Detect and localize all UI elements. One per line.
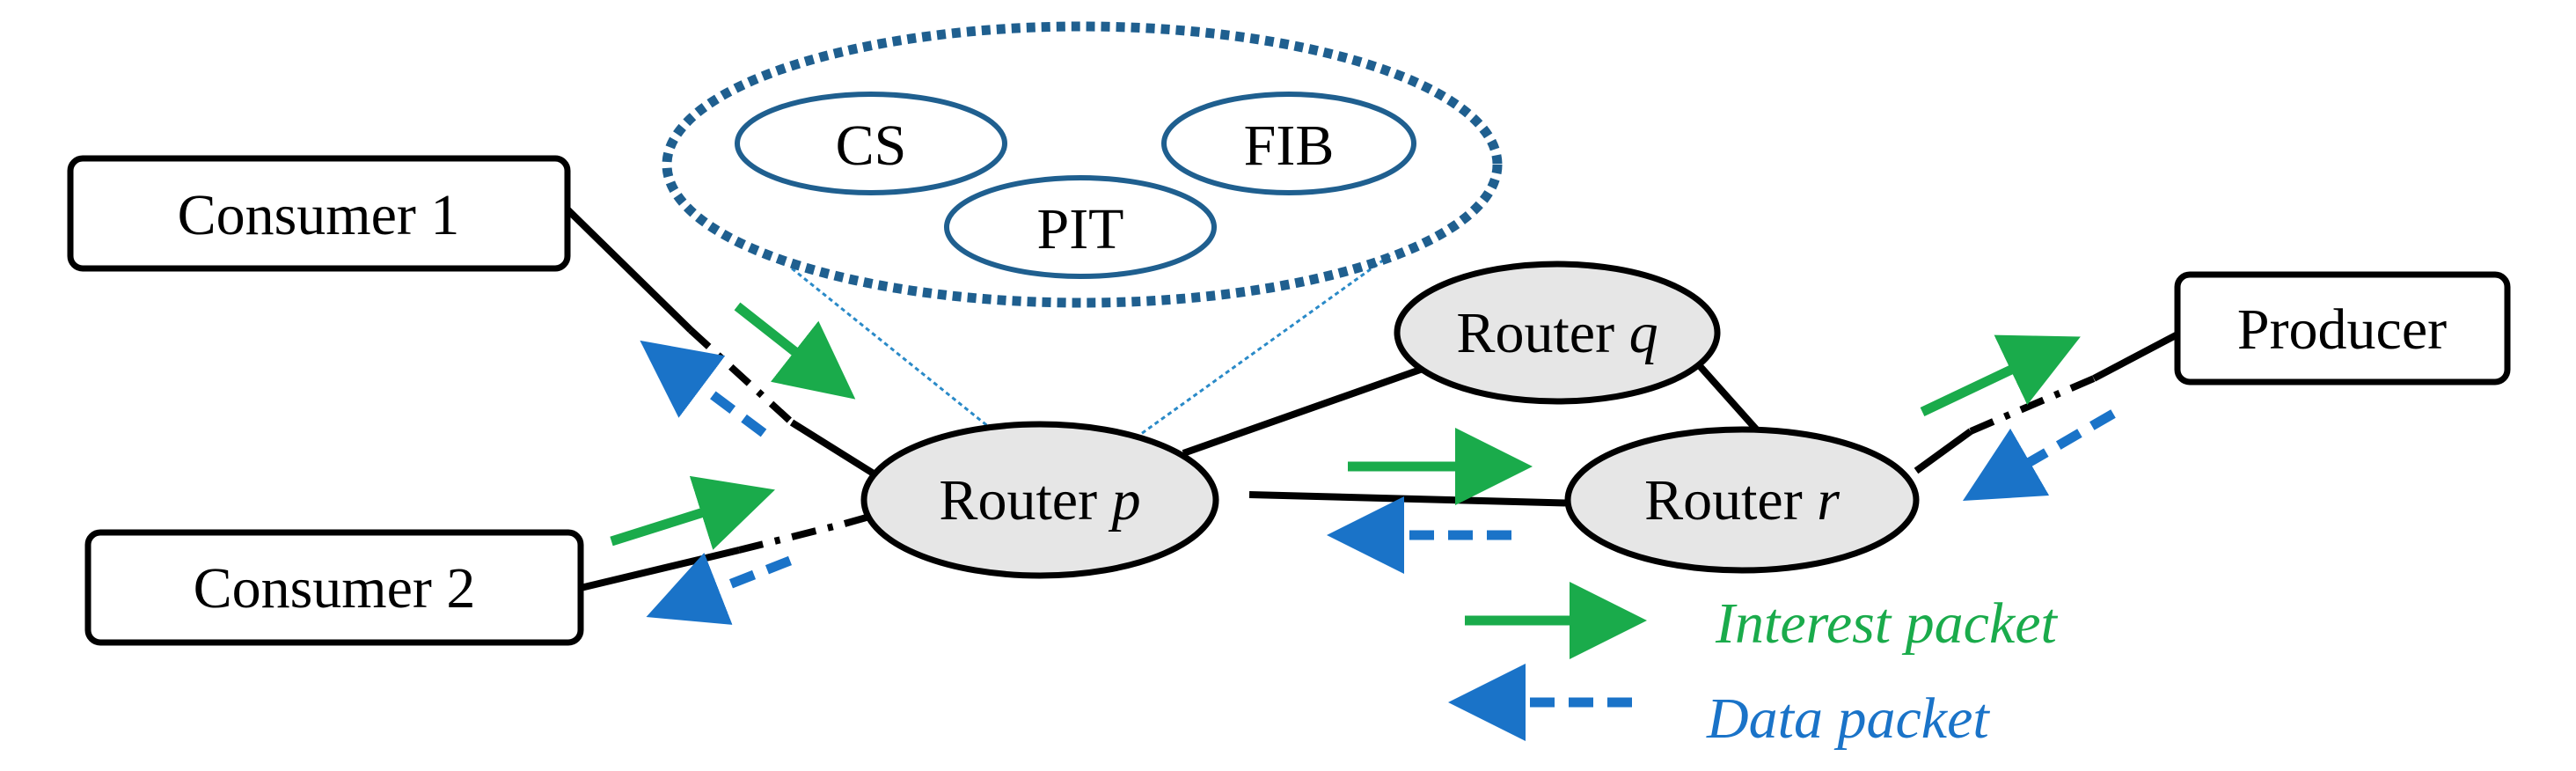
pit-label: PIT [1037,197,1124,261]
link-router-r-producer-dashed [1969,375,2096,435]
router-p-prefix: Router [939,468,1111,532]
interest-arrow-consumer2 [610,475,775,550]
router-q-oval [1394,261,1721,405]
fib-label: FIB [1244,114,1335,178]
router-r-label: Router r [1644,468,1840,532]
link-router-r-producer [1914,428,1973,474]
link-router-p-router-q [1182,364,1427,457]
interest-arrows [610,302,2081,550]
data-arrow-producer [1962,409,2116,502]
link-router-r-producer-end [2092,331,2179,382]
producer-node: Producer [2174,271,2511,386]
consumer-2-label: Consumer 2 [194,556,476,620]
legend-data-label: Data packet [1706,687,1990,751]
router-r-var: r [1817,468,1840,532]
data-arrows [640,340,2116,625]
consumer-1-label: Consumer 1 [178,183,460,247]
router-p-label: Router p [939,468,1140,532]
consumer-1-node: Consumer 1 [67,155,571,272]
router-p-var: p [1109,468,1141,532]
zoom-lines [791,253,1391,440]
consumer-2-node: Consumer 2 [84,529,584,646]
data-arrow-consumer1 [640,340,767,437]
router-p-oval [860,421,1219,579]
cs-oval [735,92,1007,195]
zoom-line-right [1134,253,1391,440]
zoom-line-left [791,267,1004,440]
pit-oval [944,175,1217,279]
router-internals-outline [662,21,1503,308]
interest-arrow-producer [1920,334,2081,416]
legend-interest-label: Interest packet [1715,591,2059,656]
link-consumer1-router-p [565,207,693,333]
interest-arrow-consumer1 [734,302,856,400]
consumer-1-box [67,155,571,272]
data-arrow-consumer2 [646,552,793,625]
fib-oval [1161,92,1416,195]
consumer-2-box [84,529,584,646]
router-q-prefix: Router [1456,301,1628,365]
router-q-label: Router q [1456,301,1658,365]
link-consumer2-router-p [580,547,740,591]
link-consumer1-router-p-dashed [688,327,794,425]
link-router-p-router-r [1248,491,1584,507]
link-consumer2-router-p-dashed [738,520,845,554]
legend: Interest packet Data packet [1448,582,2059,751]
router-q-node: Router q [1394,261,1721,405]
router-p-node: Router p [860,421,1219,579]
cs-label: CS [836,114,907,178]
router-q-var: q [1629,301,1658,365]
link-router-q-router-r [1691,356,1762,436]
router-r-node: Router r [1564,426,1920,574]
producer-box [2174,271,2511,386]
router-r-prefix: Router [1644,468,1817,532]
router-internals: CS FIB PIT [735,92,1416,279]
router-r-oval [1564,426,1920,574]
producer-label: Producer [2237,297,2447,362]
